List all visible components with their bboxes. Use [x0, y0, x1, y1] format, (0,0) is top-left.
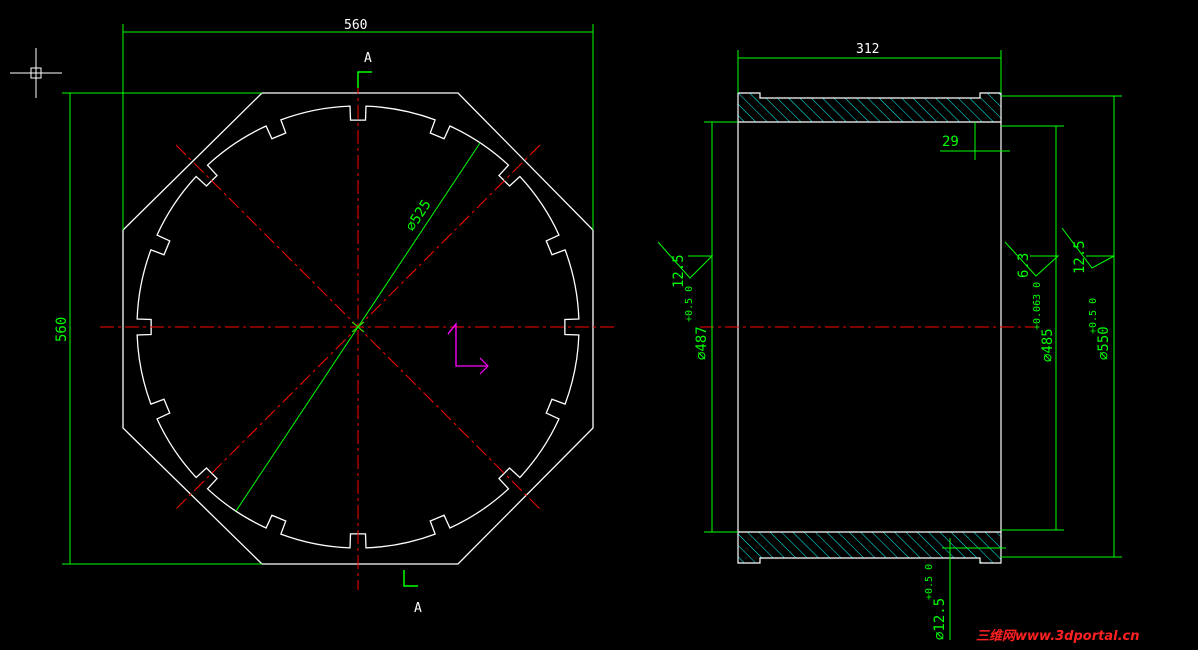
front-centerlines: [100, 80, 618, 590]
outer-dia-base: ⌀550: [1096, 326, 1112, 360]
section-label-top: A: [364, 51, 372, 66]
roughness-inner-text: 6.3: [1016, 253, 1032, 278]
center-point: [351, 321, 365, 333]
hole-dia-base: ⌀12.5: [932, 598, 948, 640]
inner-diameter-dimension: [1001, 125, 1064, 531]
front-width-dimension: [122, 24, 594, 230]
octagon-outline: [122, 92, 594, 565]
bottom-wall-section: [737, 531, 1002, 564]
watermark-text: 三维网www.3dportal.cn: [976, 628, 1139, 644]
section-mark-top: [357, 71, 372, 88]
side-view: 312 29 ⌀487 +0.5 0 12.5 ⌀485 +0.063 0: [657, 42, 1122, 640]
diameter-dim-text: ⌀525: [403, 197, 435, 234]
roughness-symbol-outer: [1061, 227, 1115, 269]
roughness-outer-text: 12.5: [1072, 240, 1088, 274]
front-view: ⌀525 560 560 A A: [54, 18, 618, 616]
roughness-symbol-inner: [1004, 241, 1060, 277]
roughness-symbol-left: [657, 241, 714, 279]
left-dia-base: ⌀487: [694, 326, 710, 360]
ucs-icon: [447, 322, 489, 375]
side-width-dimension: [737, 50, 1002, 93]
left-dia-tol: +0.5 0: [684, 286, 695, 322]
roughness-left-text: 12.5: [671, 254, 687, 288]
wall-dim-text: 29: [942, 134, 959, 150]
front-height-dimension: [62, 92, 262, 565]
crosshair-cursor-icon: [10, 48, 62, 98]
left-diameter-dimension: [704, 121, 738, 533]
side-width-text: 312: [856, 42, 879, 57]
front-height-text: 560: [54, 317, 70, 342]
inner-notched-circle: [136, 105, 580, 549]
outer-dia-tol: +0.5 0: [1088, 298, 1099, 334]
front-width-text: 560: [344, 18, 367, 33]
wall-dimension: [940, 122, 1010, 160]
section-mark-bottom: [403, 570, 418, 587]
inner-dia-tol: +0.063 0: [1032, 282, 1043, 330]
hole-dia-tol: +0.5 0: [924, 564, 935, 600]
top-wall-section: [737, 92, 1002, 123]
section-label-bottom: A: [414, 601, 422, 616]
inner-dia-base: ⌀485: [1040, 328, 1056, 362]
hole-diameter-dimension: [942, 538, 1006, 640]
notched-circle-path: [136, 105, 580, 549]
outer-diameter-dimension: [1001, 95, 1122, 558]
